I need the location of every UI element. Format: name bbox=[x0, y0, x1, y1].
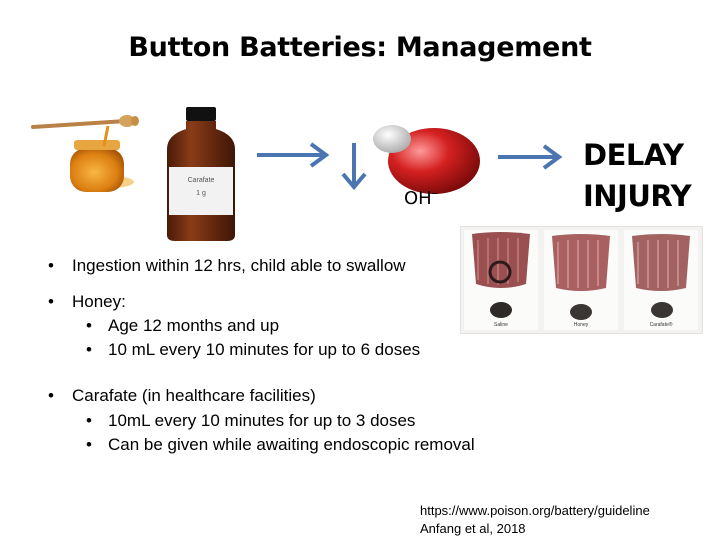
photo-label-honey: Honey bbox=[573, 322, 589, 328]
bottle-label-name: Carafate bbox=[188, 177, 215, 184]
delay-injury-text: DELAY INJURY bbox=[583, 138, 692, 213]
slide-title: Button Batteries: Management bbox=[128, 32, 592, 63]
sub-list-item: 10 mL every 10 minutes for up to 6 doses bbox=[86, 340, 420, 360]
honey-jar-icon bbox=[31, 115, 139, 192]
list-item: Honey: bbox=[48, 292, 126, 312]
honey-panel: Honey bbox=[544, 230, 618, 330]
reference-citation: Anfang et al, 2018 bbox=[420, 521, 526, 536]
list-item: Carafate (in healthcare facilities) bbox=[48, 386, 316, 406]
list-item: Ingestion within 12 hrs, child able to s… bbox=[48, 256, 406, 276]
arrow-down-icon bbox=[341, 143, 367, 191]
saline-panel: Saline bbox=[464, 230, 538, 330]
sub-list-item: 10mL every 10 minutes for up to 3 doses bbox=[86, 411, 415, 431]
carafate-panel: Carafate® bbox=[624, 230, 698, 330]
tissue-comparison-photo: Saline Honey Carafate® bbox=[460, 226, 703, 334]
sub-list-item: Age 12 months and up bbox=[86, 316, 279, 336]
sub-list-item: Can be given while awaiting endoscopic r… bbox=[86, 435, 475, 455]
arrow-right-icon bbox=[257, 142, 330, 168]
hydroxide-molecule-icon bbox=[373, 125, 480, 194]
arrow-right-icon bbox=[498, 144, 563, 170]
photo-label-saline: Saline bbox=[494, 322, 508, 328]
carafate-bottle-icon: Carafate 1 g bbox=[167, 107, 235, 241]
photo-label-carafate: Carafate® bbox=[649, 322, 673, 328]
bottle-label-dose: 1 g bbox=[196, 190, 206, 197]
hydroxide-label: OH– bbox=[404, 186, 438, 209]
reference-url[interactable]: https://www.poison.org/battery/guideline bbox=[420, 503, 650, 518]
